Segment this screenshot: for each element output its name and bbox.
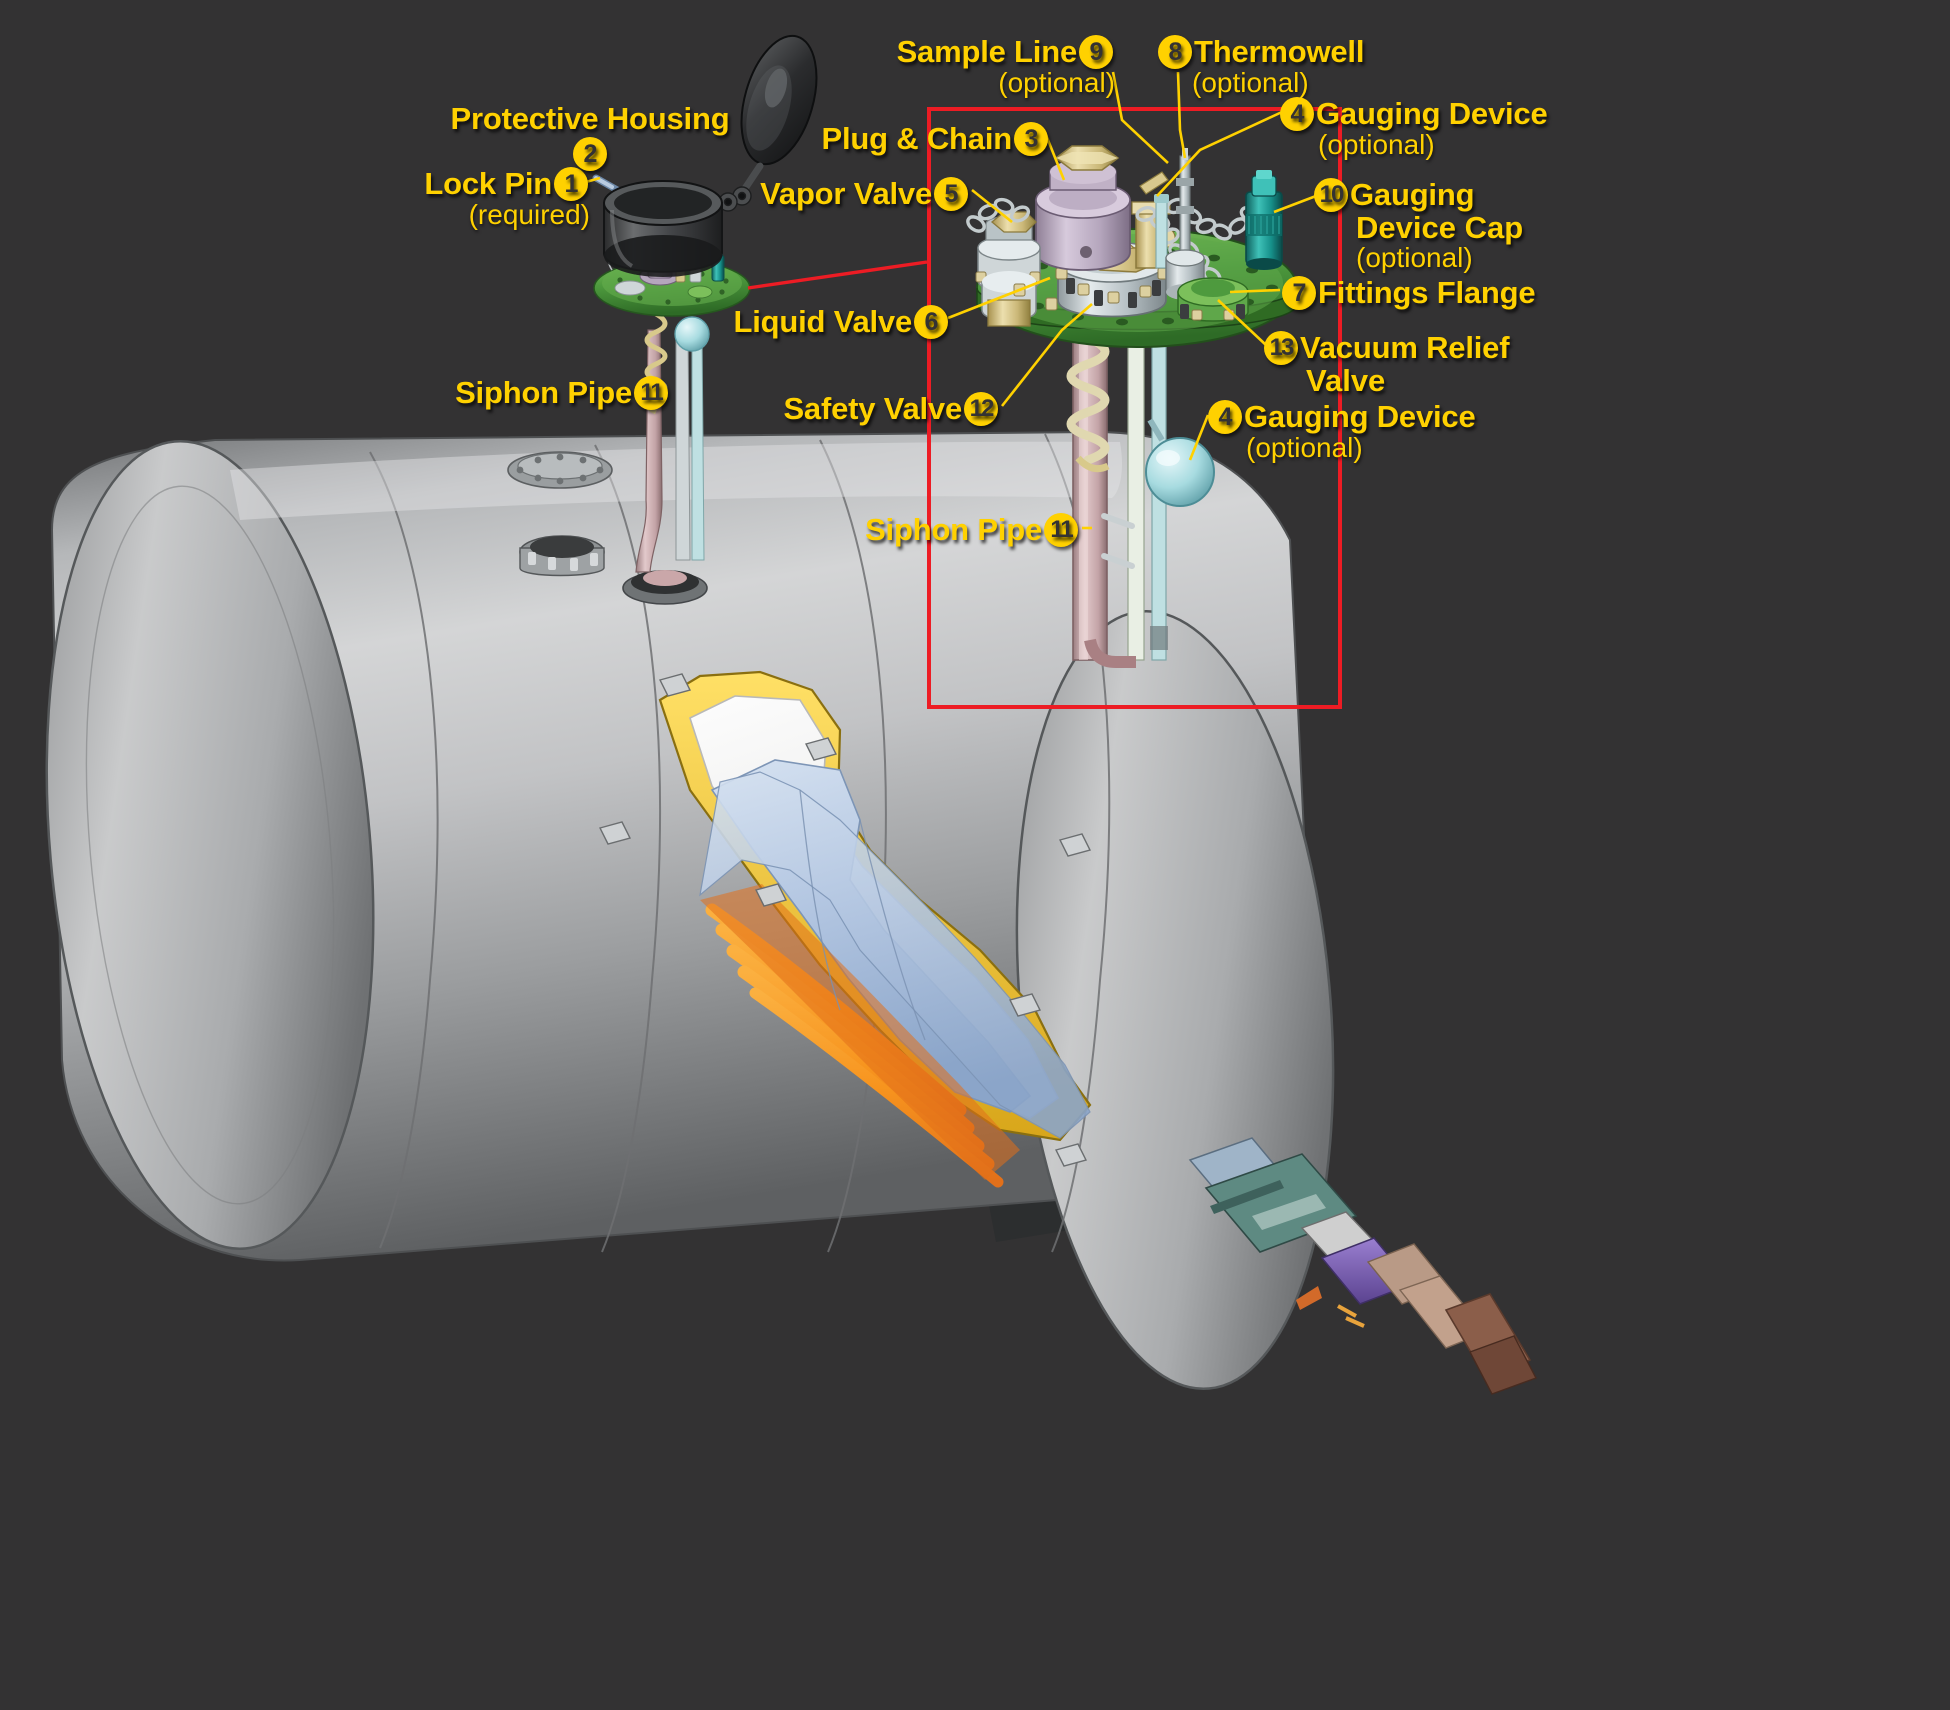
- outlet-valve-train: [1188, 1137, 1537, 1395]
- badge-13: 13: [1264, 331, 1298, 365]
- label-gauging-device-cap-title2: Device Cap: [1356, 210, 1524, 245]
- label-sample-line-title: Sample Line: [896, 34, 1078, 70]
- badge-4-lower: 4: [1208, 400, 1242, 434]
- label-lock-pin-note: (required): [468, 199, 590, 230]
- tank-nozzle-collar: [519, 535, 605, 577]
- vapor-outlet-valve: [975, 211, 1041, 293]
- protective-housing-assembly: [592, 34, 818, 277]
- label-siphon-pipe-main-title: Siphon Pipe: [455, 375, 632, 411]
- label-gauging-device-cap-title: Gauging: [1350, 177, 1475, 213]
- label-safety-valve-title: Safety Valve: [783, 391, 962, 427]
- label-lock-pin-title: Lock Pin: [424, 166, 552, 202]
- badge-12: 12: [964, 392, 998, 426]
- badge-8: 8: [1158, 35, 1192, 69]
- tank-cutaway: [658, 670, 1092, 1188]
- label-thermowell-note: (optional): [1192, 67, 1309, 98]
- label-vacuum-relief-valve-title: Vacuum Relief: [1300, 330, 1510, 366]
- badge-2: 2: [573, 136, 607, 171]
- label-gauging-device-lower-note: (optional): [1246, 432, 1363, 463]
- insulation-clips: [598, 673, 1092, 1167]
- safety-valve-spring: [1066, 333, 1110, 465]
- label-gauging-device-cap-note: (optional): [1356, 241, 1473, 273]
- badge-4-top: 4: [1280, 97, 1314, 131]
- label-thermowell-title: Thermowell: [1194, 34, 1365, 70]
- badge-11-main: 11: [634, 376, 668, 410]
- label-protective-housing-title: Protective Housing: [450, 101, 730, 136]
- label-liquid-valve-title: Liquid Valve: [733, 304, 913, 340]
- badge-7: 7: [1282, 276, 1316, 310]
- label-plug-and-chain-title: Plug & Chain: [821, 121, 1013, 157]
- badge-5: 5: [934, 177, 968, 211]
- label-vapor-valve-title: Vapor Valve: [760, 176, 932, 212]
- badge-1: 1: [554, 167, 588, 201]
- badge-10: 10: [1314, 178, 1348, 212]
- tank-flange-boss: [622, 570, 708, 605]
- manway-cover: [507, 451, 613, 489]
- housing-lid: [740, 34, 818, 166]
- tank-assembly: [45, 430, 1335, 1391]
- label-gauging-device-top-title: Gauging Device: [1316, 96, 1548, 132]
- housing-hinge: [718, 186, 752, 212]
- badge-6: 6: [914, 305, 948, 339]
- vapor-valve: [1035, 145, 1131, 271]
- label-sample-line-note: (optional): [998, 67, 1115, 98]
- label-siphon-pipe-detail-title: Siphon Pipe: [865, 512, 1042, 548]
- badge-11-detail: 11: [1044, 513, 1078, 547]
- tank-left-head: [45, 440, 375, 1250]
- label-gauging-device-top-note: (optional): [1318, 129, 1435, 160]
- badge-3: 3: [1014, 122, 1048, 156]
- label-vacuum-relief-valve-title2: Valve: [1306, 363, 1386, 398]
- badge-9: 9: [1079, 35, 1113, 69]
- label-protective-housing: Protective Housing 2: [440, 103, 740, 171]
- label-fittings-flange-title: Fittings Flange: [1318, 275, 1536, 311]
- label-gauging-device-lower-title: Gauging Device: [1244, 399, 1476, 435]
